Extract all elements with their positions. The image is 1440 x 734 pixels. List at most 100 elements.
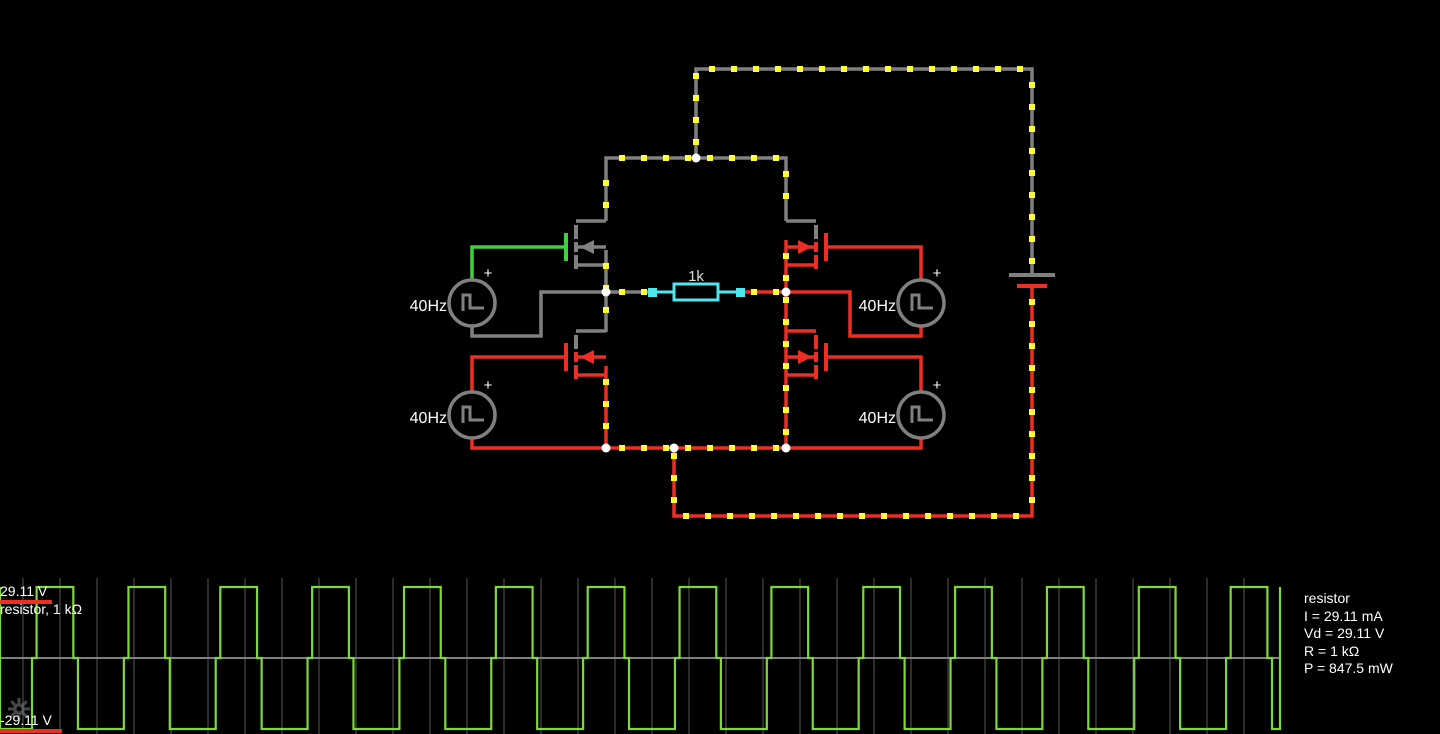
current-dot [693,95,699,101]
wire [604,156,788,221]
current-dot [1029,365,1035,371]
wire [694,67,1034,275]
current-dot [783,407,789,413]
current-dot [783,253,789,259]
current-dot [663,445,669,451]
resistor-terminal-right[interactable] [736,288,745,297]
source-polarity: + [484,377,493,394]
current-dot [709,66,715,72]
current-dot [783,171,789,177]
scope-plot[interactable] [0,578,1440,734]
current-dot [1029,148,1035,154]
current-dot [671,475,677,481]
sources-layer: +40Hz+40Hz+40Hz+40Hz [410,265,946,440]
current-dot [619,155,625,161]
current-dot [727,513,733,519]
current-dot [603,202,609,208]
info-power: P = 847.5 mW [1304,660,1393,676]
current-dot [793,513,799,519]
wire [786,290,923,338]
mosfet [564,219,606,269]
resistor[interactable]: 1k [648,268,745,302]
current-dot [751,289,757,295]
current-dot [929,66,935,72]
current-dot [693,73,699,79]
current-dot [619,445,625,451]
current-dot [603,379,609,385]
current-dot [925,513,931,519]
current-dot [907,66,913,72]
current-dot [685,445,691,451]
square-wave-icon [461,405,484,423]
current-dot [603,423,609,429]
circuit-canvas[interactable]: 1k +40Hz+40Hz+40Hz+40Hz [0,0,1440,560]
square-wave-source[interactable]: +40Hz [859,377,946,440]
wire [470,245,566,280]
battery[interactable] [1009,273,1055,288]
current-dot [753,66,759,72]
current-dot [1029,214,1035,220]
current-dot [729,445,735,451]
square-wave-source[interactable]: +40Hz [410,377,497,440]
current-dot [783,297,789,303]
mosfet-arrow [798,240,812,254]
current-dot [641,289,647,295]
current-dot [973,66,979,72]
info-current: I = 29.11 mA [1304,607,1383,624]
square-wave-source[interactable]: +40Hz [859,265,946,328]
current-dot [683,513,689,519]
current-dot [783,319,789,325]
current-dot [815,513,821,519]
current-dot [729,155,735,161]
junction-node [601,287,611,297]
wire [470,438,606,450]
wire [672,286,1034,518]
source-frequency-label: 40Hz [859,298,896,315]
scope-waveform [0,585,1282,731]
current-dot [771,513,777,519]
current-dot [603,263,609,269]
current-dot [1029,258,1035,264]
current-dot [1029,126,1035,132]
current-dot [969,513,975,519]
square-wave-source[interactable]: +40Hz [410,265,497,328]
gear-icon[interactable] [7,697,31,721]
current-dot [773,155,779,161]
current-dot [775,66,781,72]
current-dot [1029,497,1035,503]
junction-node [781,443,791,453]
source-body [447,278,497,328]
current-dot [1029,409,1035,415]
junction-node [781,287,791,297]
scope-min-label: -29.11 V [0,712,52,728]
info-panel: resistor I = 29.11 mA Vd = 29.11 V R = 1… [1304,590,1393,678]
mosfet-arrow [580,240,594,254]
current-dot [603,307,609,313]
scope-min-marker [0,729,62,733]
current-dot [751,445,757,451]
current-dot [641,445,647,451]
current-dot [707,155,713,161]
current-dot [707,445,713,451]
current-dot [731,66,737,72]
current-dot [1029,170,1035,176]
current-dot [1029,192,1035,198]
current-dot [863,66,869,72]
source-frequency-label: 40Hz [410,410,447,427]
current-dot [693,117,699,123]
current-dot [819,66,825,72]
scope-grid [22,578,1245,734]
current-dot [859,513,865,519]
scope-max-label: 29.11 V [0,583,48,599]
resistor-terminal-left[interactable] [648,288,657,297]
resistor-body[interactable] [672,282,720,302]
current-dot [1029,475,1035,481]
mosfet [786,219,828,269]
wire [786,438,923,450]
source-body [447,390,497,440]
junction-node [669,443,679,453]
square-wave-icon [461,293,484,311]
current-dot [1029,431,1035,437]
current-dot [1029,343,1035,349]
current-dot [749,513,755,519]
